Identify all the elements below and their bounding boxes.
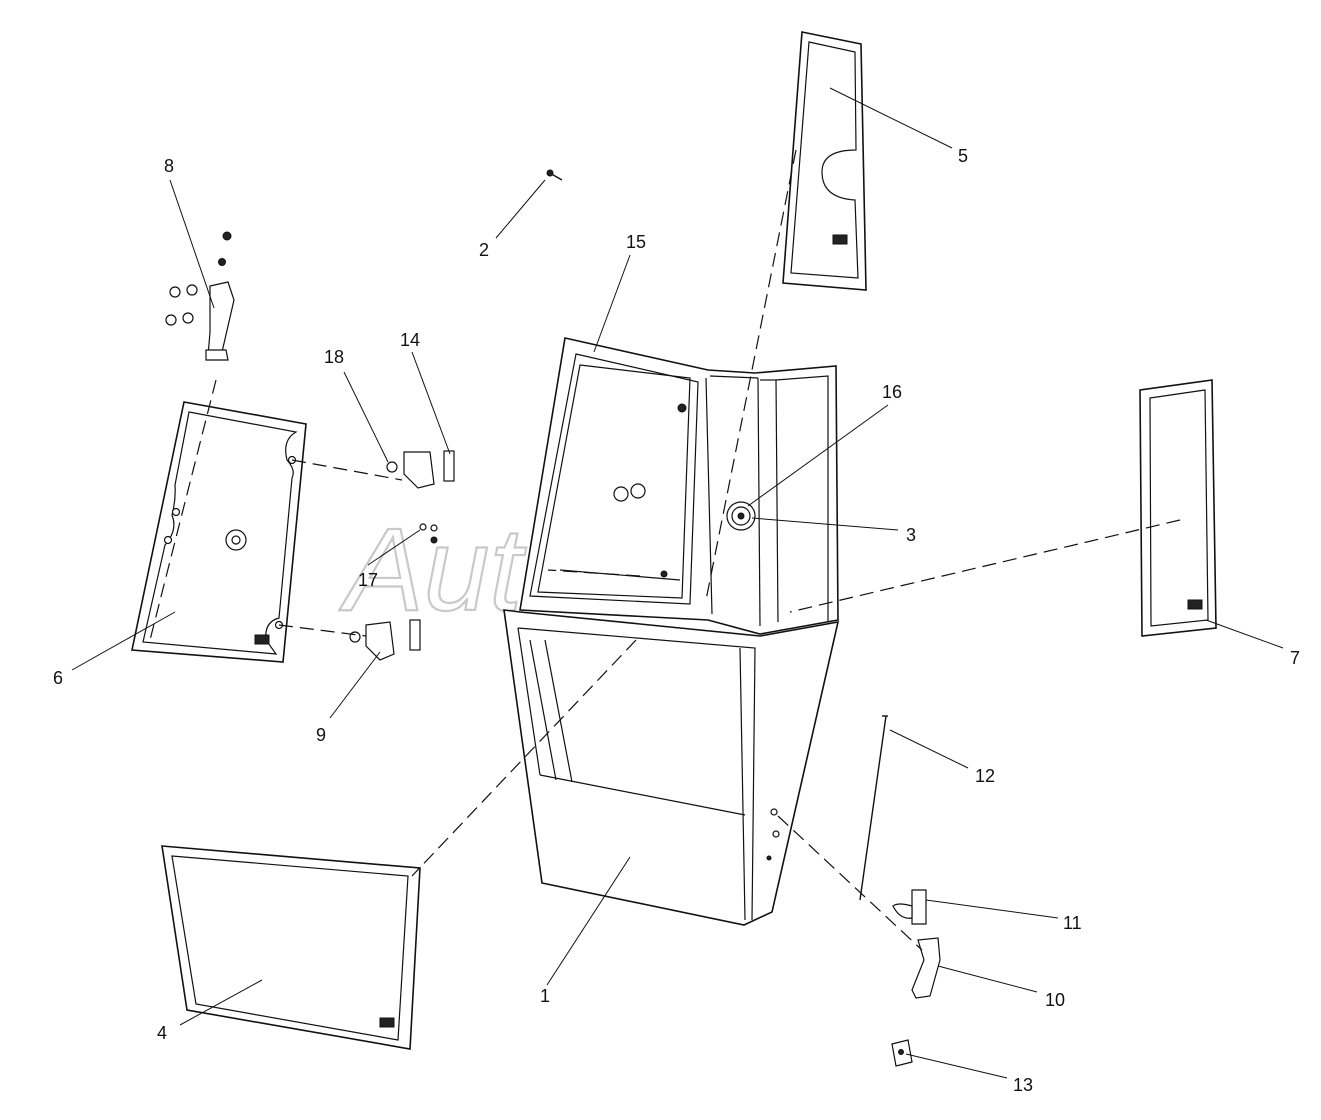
leader-lines [71, 87, 1284, 1079]
part-10-handle [911, 937, 941, 999]
callout-4: 4 [157, 1023, 167, 1043]
part-5-upper-side-glass [782, 31, 867, 291]
part-16-vent [726, 501, 756, 531]
callout-14: 14 [400, 330, 420, 350]
callout-17: 17 [358, 570, 378, 590]
callout-6: 6 [53, 668, 63, 688]
callout-10: 10 [1045, 990, 1065, 1010]
callout-2: 2 [479, 240, 489, 260]
callout-13: 13 [1013, 1075, 1033, 1095]
part-4-windscreen [161, 845, 421, 1050]
callout-18: 18 [324, 347, 344, 367]
callout-7: 7 [1290, 648, 1300, 668]
callout-8: 8 [164, 156, 174, 176]
callout-16: 16 [882, 382, 902, 402]
callout-1: 1 [540, 986, 550, 1006]
part-18-upper-hinge [386, 450, 455, 544]
assembly-lines [149, 149, 1181, 951]
callout-9: 9 [316, 725, 326, 745]
part-11-latch [892, 889, 927, 925]
callout-5: 5 [958, 146, 968, 166]
part-8-door-stop [165, 231, 235, 361]
part-7-side-glass [1139, 379, 1217, 637]
callout-3: 3 [906, 525, 916, 545]
part-13-striker [891, 1039, 913, 1067]
part-12-seal-strip [859, 715, 888, 901]
part-2-bolt [546, 169, 563, 181]
callout-11: 11 [1063, 913, 1082, 933]
callout-labels: 1 2 3 4 5 6 7 8 9 10 11 12 13 14 15 16 1… [53, 146, 1300, 1095]
part-1-cab-frame [503, 337, 840, 926]
part-6-door-glass [131, 401, 307, 663]
callout-15: 15 [626, 232, 646, 252]
callout-12: 12 [975, 766, 995, 786]
part-9-lower-hinge [349, 619, 421, 661]
